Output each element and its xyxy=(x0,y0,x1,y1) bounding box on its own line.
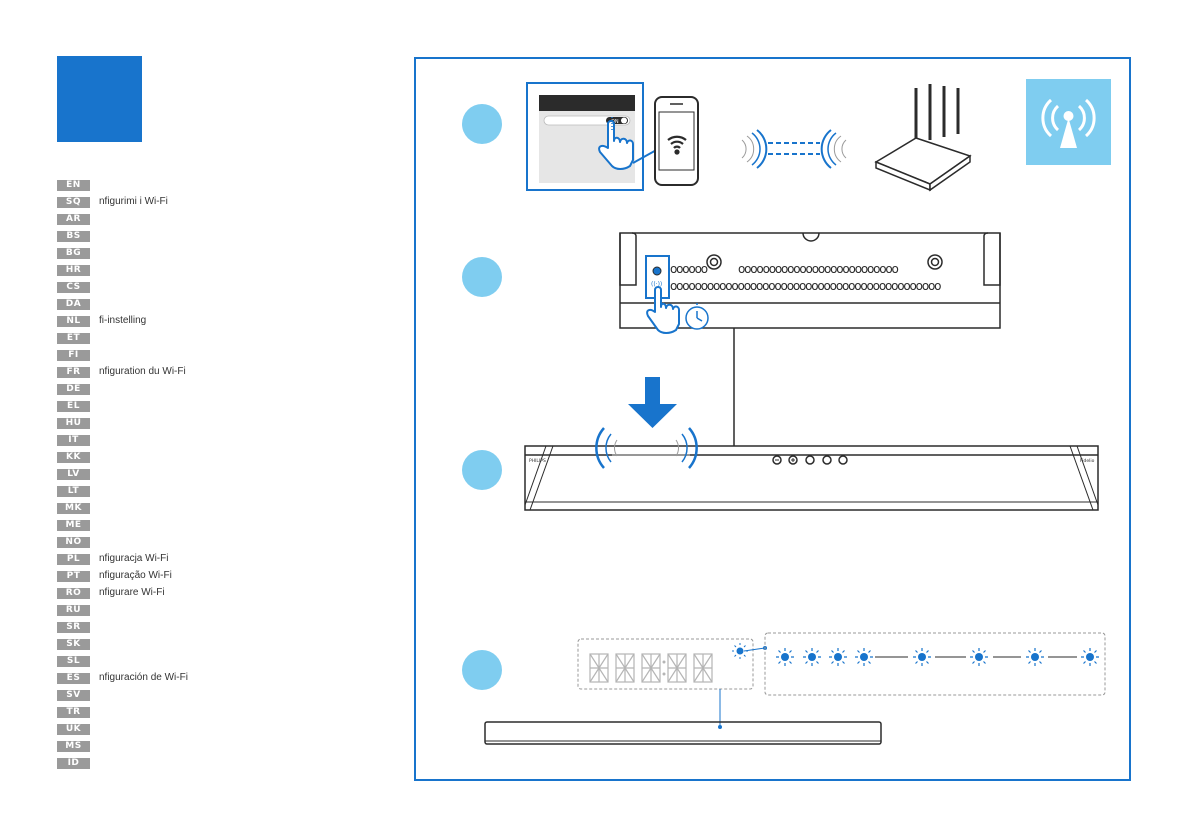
blink-led-icon xyxy=(970,648,988,666)
brand-left: PHILIPS xyxy=(529,458,546,464)
language-code-badge: DE xyxy=(57,384,90,395)
language-code-badge: SL xyxy=(57,656,90,667)
language-code-badge: UK xyxy=(57,724,90,735)
language-title: nfiguração Wi-Fi xyxy=(99,570,172,581)
wireless-signal xyxy=(741,129,847,169)
language-code-badge: PL xyxy=(57,554,90,565)
language-code-badge: NO xyxy=(57,537,90,548)
wireless-tower-icon xyxy=(1026,79,1111,165)
language-code-badge: SR xyxy=(57,622,90,633)
language-code-badge: AR xyxy=(57,214,90,225)
blink-led-icon xyxy=(829,648,847,666)
section-color-tab xyxy=(57,56,142,142)
diagram-panel xyxy=(414,57,1131,781)
soundbar-display xyxy=(577,638,767,690)
blink-led-icon xyxy=(776,648,794,666)
language-code-badge: FR xyxy=(57,367,90,378)
language-code-badge: BS xyxy=(57,231,90,242)
step-1-circle xyxy=(462,104,502,144)
language-code-badge: MS xyxy=(57,741,90,752)
led-blink-sequence xyxy=(764,632,1106,696)
blink-led-icon xyxy=(732,643,748,659)
language-code-badge: NL xyxy=(57,316,90,327)
language-title: nfiguración de Wi-Fi xyxy=(99,672,188,683)
language-code-badge: FI xyxy=(57,350,90,361)
language-code-badge: CS xyxy=(57,282,90,293)
language-code-badge: LT xyxy=(57,486,90,497)
language-code-badge: ET xyxy=(57,333,90,344)
wireless-signal xyxy=(595,427,698,469)
language-title: nfigurimi i Wi-Fi xyxy=(99,196,168,207)
svg-text:((·)): ((·)) xyxy=(651,281,662,288)
language-code-badge: KK xyxy=(57,452,90,463)
language-code-badge: DA xyxy=(57,299,90,310)
toggle-label: ON xyxy=(611,119,619,125)
language-code-badge: ME xyxy=(57,520,90,531)
language-code-badge: TR xyxy=(57,707,90,718)
hand-pointer-icon xyxy=(646,286,680,334)
language-code-badge: RU xyxy=(57,605,90,616)
hand-pointer-icon xyxy=(598,116,634,170)
blink-led-icon xyxy=(913,648,931,666)
blink-led-icon xyxy=(855,648,873,666)
language-code-badge: SK xyxy=(57,639,90,650)
language-code-badge: LV xyxy=(57,469,90,480)
language-title: nfigurare Wi-Fi xyxy=(99,587,165,598)
language-code-badge: MK xyxy=(57,503,90,514)
smartphone xyxy=(632,96,699,186)
language-code-badge: EL xyxy=(57,401,90,412)
soundbar-rear-panel: oooooo oooooooooooooooooooooooooo oooooo… xyxy=(619,232,1001,329)
soundbar-bottom xyxy=(484,689,882,745)
language-code-badge: SV xyxy=(57,690,90,701)
timer-icon xyxy=(685,303,709,330)
blink-led-icon xyxy=(1026,648,1044,666)
step-3-circle xyxy=(462,450,502,490)
svg-text:oooooooooooooooooooooooooo: oooooooooooooooooooooooooo xyxy=(738,262,899,276)
language-code-badge: IT xyxy=(57,435,90,446)
language-title: fi-instelling xyxy=(99,315,147,326)
language-code-badge: ES xyxy=(57,673,90,684)
svg-text:oooooo: oooooo xyxy=(670,262,708,276)
down-arrow-icon xyxy=(628,377,677,428)
svg-text:oooooooooooooooooooooooooooooo: oooooooooooooooooooooooooooooooooooooooo… xyxy=(670,279,941,293)
language-title: nfiguration du Wi-Fi xyxy=(99,366,186,377)
wifi-icon xyxy=(667,135,687,155)
language-code-badge: BG xyxy=(57,248,90,259)
blink-led-icon xyxy=(1081,648,1099,666)
router-icon xyxy=(874,84,972,192)
language-title: nfiguracja Wi-Fi xyxy=(99,553,169,564)
blink-led-icon xyxy=(803,648,821,666)
language-code-badge: HU xyxy=(57,418,90,429)
language-code-badge: ID xyxy=(57,758,90,769)
language-code-badge: PT xyxy=(57,571,90,582)
phone-settings-screen: ON xyxy=(526,82,644,191)
soundbar-front xyxy=(524,445,1099,511)
step-4-circle xyxy=(462,650,502,690)
wifi-setup-button: ((·)) xyxy=(645,255,670,299)
language-code-badge: SQ xyxy=(57,197,90,208)
brand-right: Fidelio xyxy=(1080,458,1095,464)
language-code-badge: RO xyxy=(57,588,90,599)
language-code-badge: HR xyxy=(57,265,90,276)
language-code-badge: EN xyxy=(57,180,90,191)
step-2-circle xyxy=(462,257,502,297)
